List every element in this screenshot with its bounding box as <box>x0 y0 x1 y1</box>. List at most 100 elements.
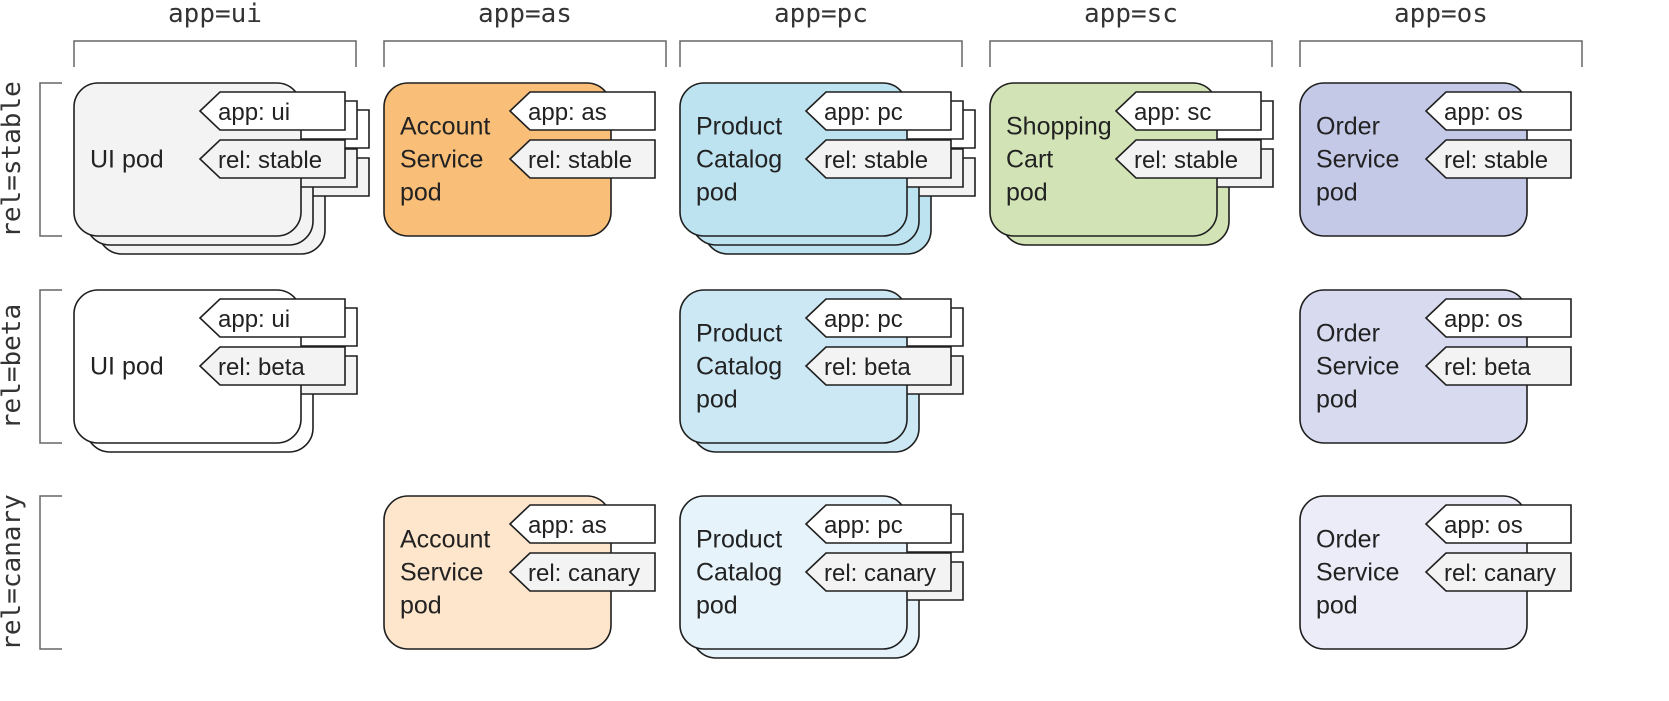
app-label-text: app: ui <box>218 306 290 333</box>
pod-name-line: UI pod <box>90 146 164 174</box>
app-label-tag <box>1424 504 1572 544</box>
pod-name-line: pod <box>400 179 442 207</box>
pod-name-line: UI pod <box>90 353 164 381</box>
app-label-tag <box>804 298 952 338</box>
pod-name-line: Order <box>1316 320 1380 348</box>
pod-name-line: Product <box>696 113 782 141</box>
column-label-3: app=sc <box>1084 0 1178 29</box>
rel-label-tag <box>508 139 656 179</box>
rel-label-text: rel: beta <box>218 354 305 381</box>
pod-name-line: Cart <box>1006 146 1053 174</box>
rel-label-text: rel: stable <box>1444 147 1548 174</box>
rel-label-tag <box>804 346 952 386</box>
app-label-tag <box>1424 298 1572 338</box>
rel-label-tag <box>804 552 952 592</box>
app-label-tag <box>804 91 952 131</box>
pod-name-line: Service <box>400 146 483 174</box>
column-bracket-3 <box>989 40 1273 67</box>
rel-label-text: rel: stable <box>528 147 632 174</box>
app-label-tag <box>508 91 656 131</box>
rel-label-tag <box>1424 552 1572 592</box>
rel-label-tag <box>198 346 346 386</box>
pod-name-line: pod <box>696 386 738 414</box>
app-label-text: app: pc <box>824 306 903 333</box>
app-label-text: app: pc <box>824 512 903 539</box>
pod-name-line: Service <box>1316 559 1399 587</box>
column-label-4: app=os <box>1394 0 1488 29</box>
column-label-2: app=pc <box>774 0 868 29</box>
pod-name-line: Service <box>1316 146 1399 174</box>
pod-name-line: Catalog <box>696 146 782 174</box>
app-label-text: app: ui <box>218 99 290 126</box>
rel-label-tag <box>198 139 346 179</box>
app-label-text: app: as <box>528 512 607 539</box>
rel-label-text: rel: canary <box>824 560 936 587</box>
rel-label-tag <box>804 139 952 179</box>
app-label-tag <box>1114 91 1262 131</box>
pod-name-line: Shopping <box>1006 113 1112 141</box>
app-label-text: app: os <box>1444 99 1523 126</box>
pod-name-line: Catalog <box>696 559 782 587</box>
app-label-tag <box>508 504 656 544</box>
rel-label-text: rel: stable <box>824 147 928 174</box>
pod-name-line: Catalog <box>696 353 782 381</box>
rel-label-tag <box>1424 139 1572 179</box>
app-label-tag <box>1424 91 1572 131</box>
column-label-0: app=ui <box>168 0 262 29</box>
rel-label-text: rel: beta <box>1444 354 1531 381</box>
app-label-text: app: os <box>1444 306 1523 333</box>
rel-label-text: rel: canary <box>528 560 640 587</box>
pod-name-line: Service <box>1316 353 1399 381</box>
row-label-0: rel=stable <box>0 81 27 238</box>
row-bracket-1 <box>39 289 62 444</box>
rel-label-tag <box>508 552 656 592</box>
app-label-text: app: os <box>1444 512 1523 539</box>
app-label-text: app: as <box>528 99 607 126</box>
pod-name-line: Account <box>400 526 490 554</box>
app-label-text: app: pc <box>824 99 903 126</box>
rel-label-text: rel: beta <box>824 354 911 381</box>
app-label-tag <box>198 298 346 338</box>
row-headers: rel=stable rel=beta rel=canary <box>0 81 62 651</box>
pod-card: app: ui rel: beta UI pod <box>73 289 346 444</box>
row-label-2: rel=canary <box>0 494 27 651</box>
pod-name-line: pod <box>1316 592 1358 620</box>
app-label-tag <box>804 504 952 544</box>
row-bracket-2 <box>39 495 62 650</box>
app-label-tag <box>198 91 346 131</box>
column-label-1: app=as <box>478 0 572 29</box>
pod-name-line: Product <box>696 526 782 554</box>
pod-name-line: pod <box>1316 179 1358 207</box>
pod-name-line: Service <box>400 559 483 587</box>
app-label-text: app: sc <box>1134 99 1211 126</box>
rel-label-tag <box>1424 346 1572 386</box>
row-bracket-0 <box>39 82 62 237</box>
row-label-1: rel=beta <box>0 304 27 429</box>
column-bracket-1 <box>383 40 667 67</box>
pod-name-line: Product <box>696 320 782 348</box>
column-bracket-4 <box>1299 40 1583 67</box>
pod-5: app: ui rel: beta UI pod <box>73 289 358 453</box>
pod-name-line: pod <box>400 592 442 620</box>
column-bracket-2 <box>679 40 963 67</box>
rel-label-text: rel: stable <box>1134 147 1238 174</box>
pod-name-line: Order <box>1316 113 1380 141</box>
